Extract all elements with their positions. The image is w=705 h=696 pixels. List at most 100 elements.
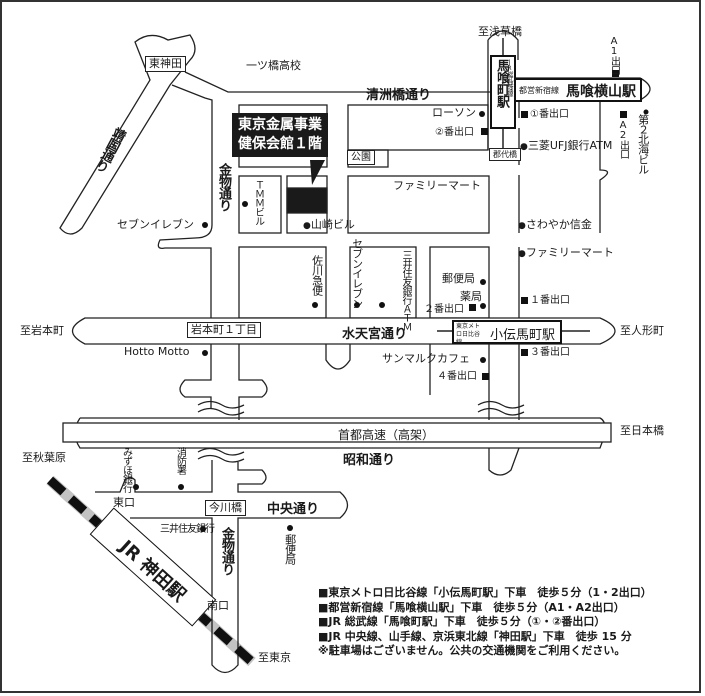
road-chuo: 中央通り: [267, 502, 320, 517]
landmark-mizuho: みずほ銀行: [120, 447, 132, 492]
post2-dot: [287, 525, 293, 531]
landmark-familymart2: ファミリーマート: [518, 246, 614, 260]
landmark-lawson: ローソン: [432, 106, 476, 119]
mizuho-dot: [133, 484, 139, 490]
landmark-seven2: セブンイレブン: [350, 238, 364, 308]
kanamono-upper-left-edge: [157, 84, 213, 318]
landmark-smbc2: 三井住友銀行: [160, 524, 215, 535]
legend-hibiya: ■東京メトロ日比谷線「小伝馬町駅」下車 徒歩５分（1・2出口）: [318, 586, 652, 599]
landmark-yamazaki: 山崎ビル: [303, 218, 355, 232]
landmark-seven1: セブンイレブン: [117, 218, 194, 231]
landmark-hitotsubashi: 一ツ橋高校: [246, 59, 301, 72]
lower-left-road: [179, 344, 268, 420]
landmark-fire-station: 消防署: [174, 447, 186, 474]
road-kanamono-upper: 金物通り: [216, 163, 231, 211]
destination-line1: 東京金属事業: [238, 117, 322, 133]
exit-jr1: ①番出口: [530, 109, 569, 120]
smbc-atm-dot: [379, 302, 385, 308]
right-road-edge-2: [599, 100, 609, 233]
kanda-east-exit: 東口: [113, 496, 135, 509]
landmark-post2: 郵便局: [283, 534, 297, 564]
hotto-dot: [202, 350, 208, 356]
landmark-pharmacy: 薬局: [460, 290, 482, 303]
a1-marker: [612, 70, 619, 77]
exit-m1: １番出口: [530, 295, 570, 306]
intersection-iwamotocho1: 岩本町１丁目: [187, 322, 261, 338]
bakuroyokoyama-line-label: 都営新宿線: [519, 86, 559, 95]
bakurocho-name: 馬喰町駅: [494, 59, 509, 107]
kodenmacho-name: 小伝馬町駅: [490, 328, 556, 343]
block: [347, 175, 490, 234]
road-showa: 昭和通り: [343, 453, 396, 468]
direction-ningyocho: 至人形町: [620, 324, 664, 337]
exit-a1: A1出口: [608, 36, 620, 74]
station-kodenmacho: 東京メトロ日比谷線 小伝馬町駅: [452, 320, 562, 346]
legend-shinjuku: ■都営新宿線「馬喰横山駅」下車 徒歩５分（A1・A2出口）: [318, 600, 625, 614]
post1-dot: [480, 279, 486, 285]
jr1-marker: [521, 111, 528, 118]
intersection-imagawabashi: 今川橋: [205, 500, 246, 516]
landmark-familymart1: ファミリーマート: [393, 179, 481, 192]
m1-marker: [521, 297, 528, 304]
road-kanamono-lower: 金物通り: [219, 527, 234, 575]
legend-parking-note: ※駐車場はございません。公共の交通機関をご利用ください。: [318, 644, 626, 657]
legend-kanda: ■JR 中央線、山手線、京浜東北線「神田駅」下車 徒歩 15 分: [318, 629, 632, 643]
exit-m2: ２番出口: [424, 304, 464, 315]
yasukuni-road: [59, 34, 196, 235]
landmark-hotto-motto: Hotto Motto: [124, 345, 190, 358]
block-tmm: [238, 175, 282, 234]
access-legend: ■東京メトロ日比谷線「小伝馬町駅」下車 徒歩５分（1・2出口） ■都営新宿線「馬…: [318, 586, 652, 659]
target-building: [286, 187, 328, 214]
landmark-sagawa: 佐川急便: [310, 255, 324, 295]
landmark-dai2hokkai: 第２北海ビル: [636, 114, 650, 174]
road-kiyosubashi: 清洲橋通り: [366, 88, 432, 103]
landmark-mufg: 三菱UFJ銀行ATM: [520, 139, 613, 153]
landmark-tmm: ＴＭＭビル: [252, 180, 264, 225]
jr2-marker: [481, 128, 488, 135]
landmark-sanmarc: サンマルクカフェ: [382, 352, 470, 365]
exit-m3: ３番出口: [530, 347, 570, 358]
exit-jr2: ②番出口: [435, 127, 474, 138]
hitotsubashi-road-edge: [184, 71, 520, 93]
sanmarc-dot: [480, 357, 486, 363]
wave-break: [197, 447, 245, 463]
direction-tokyo: 至東京: [258, 651, 291, 664]
jr-track: [46, 476, 256, 666]
destination-line2: 健保会館１階: [238, 136, 322, 152]
exit-m4: ４番出口: [437, 371, 477, 382]
pharmacy-dot: [480, 303, 486, 309]
exit-a2: A2出口: [617, 120, 629, 158]
fire-dot: [178, 484, 184, 490]
bakurocho-line-label: JR総武快速線: [506, 59, 513, 96]
seven2-dot: [354, 302, 360, 308]
legend-sobu: ■JR 総武線「馬喰町駅」下車 徒歩５分（①・②番出口）: [318, 615, 606, 628]
road-expressway: 首都高速（高架）: [338, 428, 435, 442]
destination-label: 東京金属事業 健保会館１階: [232, 113, 328, 157]
intersection-higashikanda: 東神田: [145, 56, 186, 72]
landmark-post1: 郵便局: [442, 272, 475, 285]
road-suitengu: 水天宮通り: [342, 327, 408, 342]
pointer-arrow: [310, 160, 325, 185]
park-label: 公園: [347, 150, 375, 165]
dai2hokkai-dot: [643, 109, 649, 115]
direction-asakusabashi: 至浅草橋: [478, 25, 522, 38]
m4-marker: [482, 373, 489, 380]
smbc2-dot: [200, 526, 206, 532]
showa-end: [488, 447, 520, 476]
direction-akihabara: 至秋葉原: [22, 451, 66, 464]
landmark-sawayaka: さわやか信金: [518, 218, 592, 232]
tmm-dot: [242, 201, 248, 207]
intersection-bridge: 郡代橋: [489, 148, 521, 161]
a2-marker: [620, 111, 627, 118]
m3-marker: [521, 349, 528, 356]
direction-nihonbashi: 至日本橋: [620, 424, 664, 437]
sagawa-dot: [312, 302, 318, 308]
expressway: [62, 422, 612, 443]
block-edges: [325, 344, 520, 420]
wave-break: [197, 400, 525, 416]
